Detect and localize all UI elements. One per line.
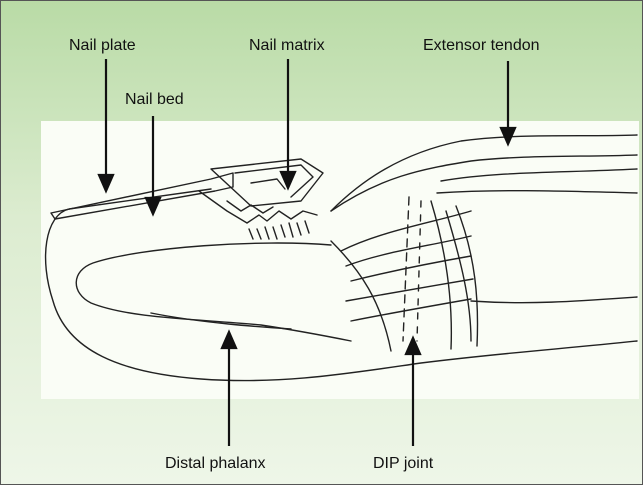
label-nail-bed: Nail bed [125, 91, 184, 109]
label-nail-matrix: Nail matrix [249, 37, 325, 55]
arrow-extensor-tendon [501, 61, 515, 144]
label-distal-phalanx: Distal phalanx [165, 455, 266, 473]
finger-outline [46, 189, 637, 381]
label-dip-joint: DIP joint [373, 455, 433, 473]
arrow-distal-phalanx [222, 332, 236, 446]
arrow-dip-joint [406, 338, 420, 446]
arrow-nail-bed [146, 116, 160, 214]
label-nail-plate: Nail plate [69, 37, 136, 55]
extensor-tendon-shape [441, 169, 637, 181]
arrow-nail-matrix [281, 59, 295, 188]
arrow-nail-plate [99, 59, 113, 191]
distal-phalanx-shape [76, 243, 351, 341]
nail-matrix-shape [199, 191, 317, 223]
dorsal-outline [331, 135, 637, 211]
label-extensor-tendon: Extensor tendon [423, 37, 540, 55]
